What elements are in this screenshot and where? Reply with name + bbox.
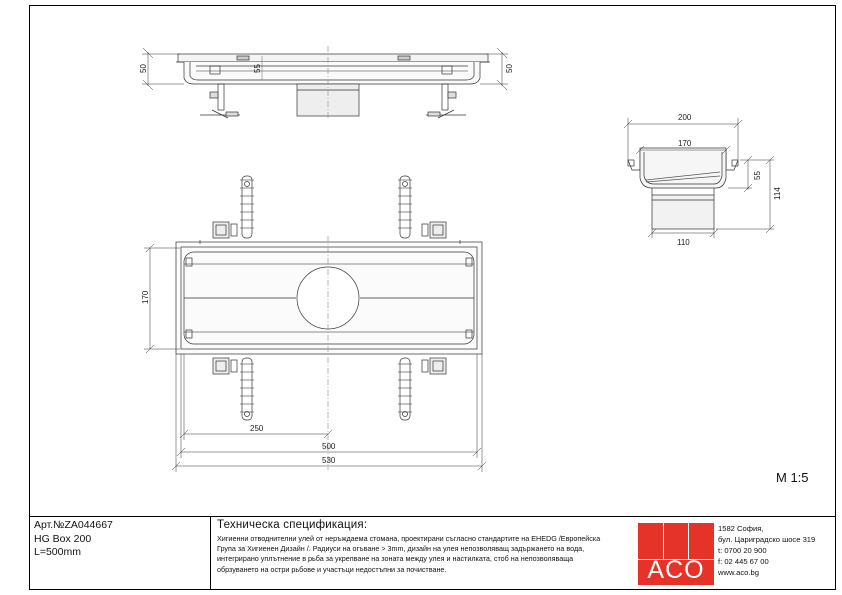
side-dim-left: 50 xyxy=(139,64,148,73)
section-dim-depth2: 114 xyxy=(773,187,782,200)
cross-section-view xyxy=(627,147,739,230)
address-line: 1582 София, xyxy=(718,524,764,533)
plan-dim-total: 530 xyxy=(322,456,336,465)
spec-title: Техническа спецификация: xyxy=(217,519,368,531)
side-elevation-dimensions xyxy=(142,47,508,91)
spec-line: Група за Хигиенен Дизайн /. Радиуси на о… xyxy=(217,544,585,554)
side-dim-right: 50 xyxy=(505,64,514,73)
spec-line: обрзуването на остри рьбове и участъци н… xyxy=(217,564,447,574)
section-dim-outlet: 110 xyxy=(677,238,690,247)
side-elevation-view xyxy=(176,46,490,120)
website-link[interactable]: www.aco.bg xyxy=(718,568,759,577)
product-length: L=500mm xyxy=(34,546,81,558)
section-dim-depth1: 55 xyxy=(753,171,762,180)
spec-text: Хигиенни отводнителни улей от неръждаема… xyxy=(217,534,635,575)
section-dim-width: 200 xyxy=(678,113,692,122)
fax: f: 02 445 67 00 xyxy=(718,557,769,566)
specification: Техническа спецификация: Хигиенни отводн… xyxy=(217,519,635,575)
plan-view-dimensions xyxy=(144,243,487,472)
company-address: 1582 София, бул. Цариградско шосе 319 t:… xyxy=(718,523,815,578)
section-dim-inner: 170 xyxy=(678,139,692,148)
article-number: Арт.№ZA044667 xyxy=(34,519,113,531)
side-dim-inner: 55 xyxy=(253,64,262,73)
logo-text: ACO xyxy=(647,556,705,584)
sheet-border xyxy=(29,5,836,590)
article-info: Арт.№ZA044667 HG Box 200 L=500mm xyxy=(34,519,113,560)
spec-line: Хигиенни отводнителни улей от неръждаема… xyxy=(217,534,601,543)
product-name: HG Box 200 xyxy=(34,532,92,545)
phone: t: 0700 20 900 xyxy=(718,546,767,555)
plan-view xyxy=(175,175,483,470)
drawing-scale: M 1:5 xyxy=(776,470,809,485)
aco-logo: ACO xyxy=(638,523,714,585)
plan-dim-height: 170 xyxy=(141,290,150,304)
spec-line: интегрирано уплътнение в рьба за укрепва… xyxy=(217,554,574,564)
address-line: бул. Цариградско шосе 319 xyxy=(718,535,816,544)
cross-section-dimensions xyxy=(623,118,775,238)
plan-dim-length: 500 xyxy=(322,442,336,451)
plan-dim-offset: 250 xyxy=(250,424,264,433)
